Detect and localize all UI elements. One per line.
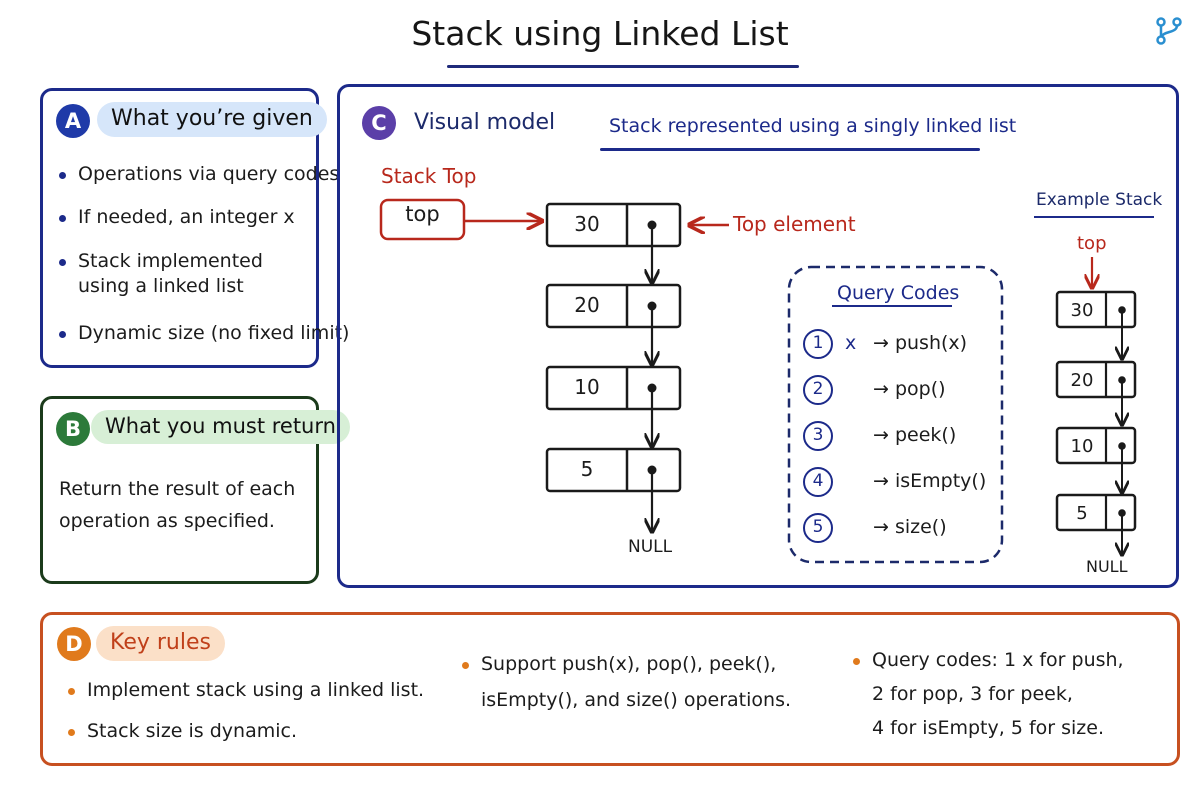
panel-c-subtitle: Stack represented using a singly linked … (609, 115, 1017, 137)
list-item: Stack size is dynamic. (68, 719, 297, 744)
panel-visual-model (337, 84, 1179, 588)
list-item: If needed, an integer x (59, 205, 295, 230)
stack-top-label: Stack Top (381, 164, 477, 188)
code-circle (803, 467, 833, 497)
list-item-continued: 2 for pop, 3 for peek, (872, 683, 1073, 705)
node-value: 20 (574, 293, 600, 317)
bullet-dot (59, 172, 66, 179)
list-item-continued: isEmpty(), and size() operations. (481, 689, 792, 711)
panel-b-heading: What you must return (91, 410, 350, 444)
code-number: 5 (812, 517, 824, 537)
bullet-dot (59, 259, 66, 266)
node-value: 30 (574, 212, 600, 236)
code-arg: x (845, 332, 857, 354)
code-operation: → pop() (873, 378, 946, 400)
git-branch-icon (1156, 17, 1182, 45)
example-node (1055, 426, 1137, 493)
return-text-line1: Return the result of each (59, 478, 296, 500)
bullet-dot (68, 688, 75, 695)
bullet-dot (59, 331, 66, 338)
example-node-value: 5 (1076, 503, 1088, 524)
top-box-label: top (405, 202, 440, 226)
list-node (545, 365, 682, 447)
list-item-continued: 4 for isEmpty, 5 for size. (872, 717, 1104, 739)
title-underline (447, 65, 799, 68)
example-node (1055, 493, 1137, 555)
top-pointer-box (379, 198, 466, 241)
example-top-label: top (1077, 233, 1107, 254)
node-value: 5 (580, 457, 594, 481)
code-number: 4 (812, 471, 824, 491)
code-operation: → isEmpty() (873, 470, 987, 492)
query-codes-box (787, 265, 1004, 564)
code-circle (803, 421, 833, 451)
subtitle-underline (600, 148, 980, 151)
code-circle (803, 513, 833, 543)
code-circle (803, 329, 833, 359)
example-node-value: 10 (1070, 436, 1094, 457)
example-node-value: 20 (1070, 370, 1094, 391)
list-item: Stack implemented using a linked list (59, 249, 298, 299)
code-number: 3 (812, 425, 824, 445)
code-number: 2 (812, 379, 824, 399)
badge-d: D (57, 627, 91, 661)
list-node (545, 283, 682, 365)
return-text-line2: operation as specified. (59, 510, 275, 532)
code-operation: → push(x) (873, 332, 968, 354)
badge-c: C (362, 106, 396, 140)
example-heading: Example Stack (1036, 190, 1163, 210)
page-title: Stack using Linked List (411, 14, 789, 53)
list-item: Dynamic size (no fixed limit) (59, 321, 349, 346)
list-item: Query codes: 1 x for push, (853, 648, 1124, 673)
top-element-label: Top element (733, 212, 856, 236)
bullet-dot (68, 729, 75, 736)
code-circle (803, 375, 833, 405)
panel-key-rules (40, 612, 1180, 766)
list-item: Implement stack using a linked list. (68, 678, 424, 703)
list-node (545, 202, 682, 283)
panel-a-heading: What you’re given (97, 102, 327, 137)
node-value: 10 (574, 375, 600, 399)
code-number: 1 (812, 333, 824, 353)
code-operation: → peek() (873, 424, 957, 446)
badge-b: B (56, 412, 90, 446)
bullet-dot (462, 662, 469, 669)
badge-a: A (56, 104, 90, 138)
linked-list-diagram (379, 198, 1154, 564)
panel-given (40, 88, 319, 368)
example-node (1055, 360, 1137, 425)
example-node (1055, 290, 1137, 359)
bullet-dot (59, 215, 66, 222)
list-item: Support push(x), pop(), peek(), (462, 652, 776, 677)
panel-d-heading: Key rules (96, 626, 225, 661)
panel-c-heading: Visual model (414, 110, 556, 135)
list-item: Operations via query codes (59, 162, 339, 187)
example-node-value: 30 (1070, 300, 1094, 321)
bullet-dot (853, 658, 860, 665)
example-null-label: NULL (1086, 557, 1128, 576)
panel-return (40, 396, 319, 584)
list-node (545, 447, 682, 532)
code-operation: → size() (873, 516, 947, 538)
query-codes-heading: Query Codes (837, 282, 960, 304)
null-label: NULL (628, 537, 673, 557)
